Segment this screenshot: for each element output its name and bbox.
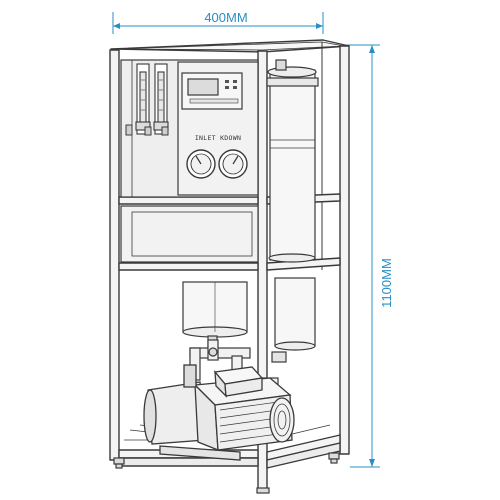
pressure-gauge-right <box>218 149 248 179</box>
height-label: 1100MM <box>379 258 394 308</box>
controller-display <box>181 72 243 110</box>
middle-panel <box>120 205 259 263</box>
pump-motor <box>143 364 295 461</box>
gauge-label: INLET KDOWN <box>195 134 241 142</box>
height-dimension <box>345 44 380 468</box>
flowmeter-left <box>135 63 151 135</box>
pressure-gauge-left <box>186 149 216 179</box>
pressure-tank <box>182 281 248 349</box>
leveling-feet <box>113 452 340 494</box>
filter-housing <box>266 59 319 263</box>
flowmeter-fittings <box>125 124 169 136</box>
flowmeter-right <box>153 63 169 135</box>
width-dimension <box>112 12 324 34</box>
lower-filter-housing <box>271 277 316 363</box>
width-label: 400MM <box>204 10 247 25</box>
